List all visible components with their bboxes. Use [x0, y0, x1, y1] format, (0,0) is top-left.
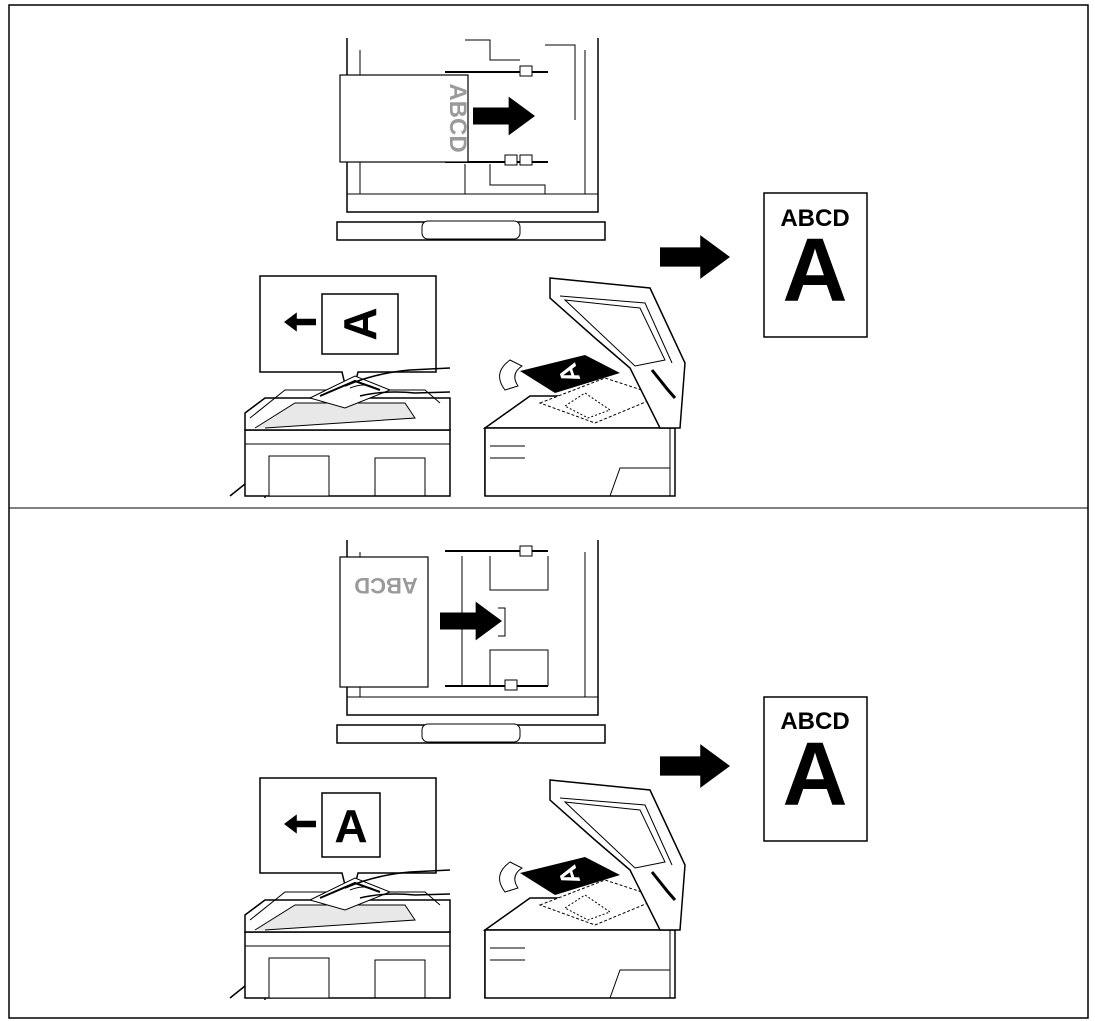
orientation-callout: A — [259, 777, 437, 906]
callout-sheet — [321, 293, 399, 355]
tray-sheet — [339, 74, 469, 163]
diagram-panel-2: ABCD A ABCD A — [229, 540, 868, 1001]
result-arrow — [660, 744, 730, 788]
result-glyph: A — [783, 221, 848, 321]
flatbed-copier — [483, 276, 687, 498]
callout-glyph: A — [334, 800, 367, 852]
tray-sheet — [339, 556, 429, 688]
outer-frame — [8, 4, 1089, 1019]
diagram-panel-1: ABCD A ABCD A — [229, 38, 868, 499]
adf-copier — [229, 367, 451, 499]
callout-glyph: A — [334, 307, 386, 340]
result-arrow — [660, 235, 730, 279]
feed-direction-arrow — [440, 601, 502, 641]
result-heading: ABCD — [780, 708, 849, 735]
adf-copier — [229, 869, 451, 1001]
result-glyph: A — [783, 725, 848, 825]
flatbed-copier — [483, 778, 687, 1000]
paper-tray — [336, 540, 606, 744]
result-page: ABCD A — [763, 696, 868, 842]
tray-sheet-label: ABCD — [444, 83, 471, 152]
paper-tray — [336, 38, 606, 241]
result-heading: ABCD — [780, 205, 849, 232]
feed-direction-arrow — [473, 96, 535, 136]
result-page: ABCD A — [763, 192, 868, 338]
callout-sheet — [321, 792, 381, 858]
tray-sheet-label: ABCD — [354, 573, 418, 598]
